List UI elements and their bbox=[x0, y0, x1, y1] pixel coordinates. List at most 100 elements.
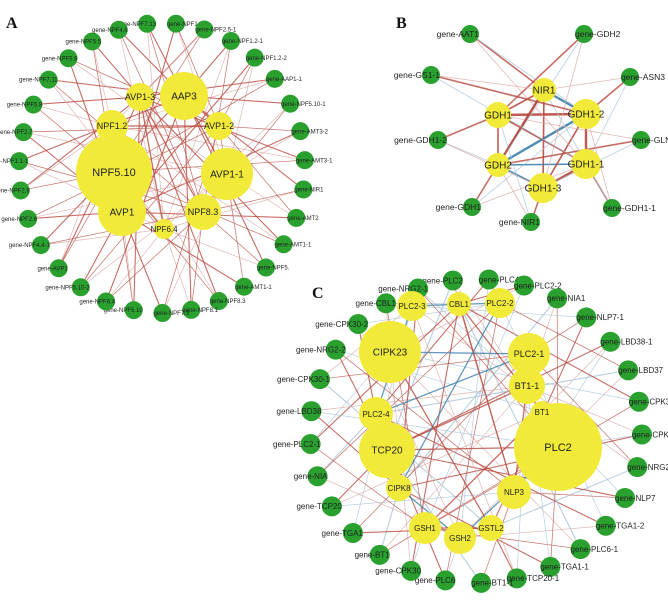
gene-node-label: gene-NRG2-1 bbox=[378, 284, 428, 293]
hub-node-label: NPF1.2 bbox=[97, 121, 128, 131]
gene-node: gene-NIR1 bbox=[499, 213, 540, 231]
hub-node: PLC2-4 bbox=[359, 397, 393, 431]
gene-node-label: gene-NPF6.4 bbox=[79, 300, 115, 306]
network-edge bbox=[398, 298, 558, 489]
gene-node: gene-NPF4.4-1 bbox=[9, 236, 51, 255]
gene-node: gene-PLC2 bbox=[422, 270, 463, 291]
gene-node-circle bbox=[463, 198, 481, 216]
gene-node: gene-NPF5.5 bbox=[65, 32, 102, 51]
hub-node-circle bbox=[185, 194, 221, 230]
hub-node-circle bbox=[386, 475, 412, 501]
hub-node: PLC2-1 bbox=[508, 333, 550, 375]
gene-node: gene-NRG2-2 bbox=[296, 339, 346, 360]
hub-node-circle bbox=[486, 153, 510, 177]
network-edge bbox=[469, 33, 545, 91]
hub-node-circle bbox=[359, 321, 421, 383]
network-edge bbox=[311, 385, 528, 412]
network-edge bbox=[386, 280, 454, 451]
gene-node: gene-NPF5.10-1 bbox=[281, 94, 326, 113]
hub-node: GDH1 bbox=[484, 102, 512, 128]
network-edge bbox=[163, 189, 304, 230]
network-edge bbox=[398, 302, 501, 489]
hub-node-label: PLC2-1 bbox=[514, 349, 545, 359]
gene-node-circle bbox=[309, 369, 330, 390]
hub-node-circle bbox=[485, 102, 511, 128]
gene-node: gene-NPF5. bbox=[256, 258, 290, 277]
gene-node-circle bbox=[14, 123, 33, 142]
gene-node: gene-PLC4 bbox=[478, 269, 520, 290]
gene-node-label: gene-AMT3-2 bbox=[291, 129, 328, 135]
hub-node-circle bbox=[201, 148, 253, 200]
gene-node: gene-ASN3 bbox=[621, 68, 665, 86]
gene-node-label: gene-TGA1-1 bbox=[540, 563, 589, 572]
gene-node-label: gene-NIA1 bbox=[547, 294, 586, 303]
gene-node: gene-LBD38-1 bbox=[600, 331, 653, 352]
hub-node-circle bbox=[359, 422, 415, 478]
hub-node-label: GDH1 bbox=[484, 111, 512, 122]
network-edge bbox=[490, 466, 638, 529]
network-edge bbox=[118, 29, 204, 213]
hub-node-circle bbox=[514, 403, 602, 491]
gene-node-label: gene-CPK30-2 bbox=[315, 320, 368, 329]
gene-node: gene-AMT3-1 bbox=[295, 151, 333, 170]
gene-node-circle bbox=[124, 301, 143, 320]
network-edge bbox=[386, 341, 611, 451]
gene-node: gene-NPF4.6 bbox=[92, 20, 128, 39]
gene-node-label: gene-PLC4 bbox=[479, 275, 520, 284]
network-edge bbox=[459, 279, 490, 539]
network-edge bbox=[80, 125, 220, 288]
hub-node: AVP1-1 bbox=[201, 148, 253, 200]
hub-node: GDH2 bbox=[484, 153, 512, 177]
gene-node-label: gene-PLC6 bbox=[415, 576, 456, 585]
hub-node-label: PLC2-3 bbox=[398, 302, 426, 311]
gene-node: gene-NPF5.10-2 bbox=[45, 278, 90, 297]
gene-node-label: gene-CBL1 bbox=[356, 299, 397, 308]
network-edge bbox=[331, 411, 543, 507]
hub-node-circle bbox=[508, 333, 550, 375]
hub-node-label: PLC2-4 bbox=[362, 410, 390, 419]
gene-node-circle bbox=[71, 278, 90, 297]
hub-node-circle bbox=[497, 475, 531, 509]
gene-node-circle bbox=[287, 208, 306, 227]
hub-node-circle bbox=[205, 112, 233, 140]
network-edge bbox=[543, 76, 631, 91]
gene-node: gene-PLC6 bbox=[415, 570, 456, 591]
network-edge bbox=[331, 491, 515, 507]
gene-node: gene-CPK32 bbox=[628, 391, 668, 412]
gene-node-label: gene-CPK30 bbox=[375, 567, 421, 576]
gene-node: gene-AAP1-1 bbox=[265, 69, 302, 88]
hub-node-label: PLC2 bbox=[544, 442, 572, 454]
network-edge bbox=[105, 228, 165, 302]
gene-node-circle bbox=[59, 49, 78, 68]
gene-node-circle bbox=[461, 25, 479, 43]
hub-node-circle bbox=[531, 401, 553, 423]
hub-node: GSTL2 bbox=[478, 515, 504, 541]
network-edge bbox=[375, 353, 530, 415]
network-edge bbox=[310, 443, 426, 529]
hub-node-circle bbox=[359, 397, 393, 431]
network-edge bbox=[163, 228, 267, 268]
gene-node-label: gene-NPF1.2-2 bbox=[246, 56, 288, 62]
hub-node: NIR1 bbox=[532, 78, 556, 102]
gene-node-circle bbox=[256, 258, 275, 277]
gene-node: gene-NLP7 bbox=[615, 487, 656, 508]
panel-label-b: B bbox=[396, 15, 407, 32]
network-edge bbox=[375, 413, 607, 527]
hub-node-label: GDH2 bbox=[484, 161, 512, 172]
hub-node: AVP1-2 bbox=[204, 112, 234, 140]
gene-node-circle bbox=[514, 275, 535, 296]
hub-node-circle bbox=[532, 78, 556, 102]
gene-node-circle bbox=[576, 307, 597, 328]
gene-node-circle bbox=[274, 235, 293, 254]
gene-node-circle bbox=[24, 95, 43, 114]
hub-node: PLC2-2 bbox=[485, 288, 515, 318]
gene-node: gene-NPF7.3 bbox=[153, 303, 190, 322]
gene-node-circle bbox=[631, 424, 652, 445]
network-edge bbox=[105, 211, 204, 302]
network-edge bbox=[430, 74, 545, 91]
gene-node: gene-TCP20 bbox=[296, 496, 342, 517]
network-edge bbox=[218, 125, 297, 219]
gene-node: gene-CPK30 bbox=[375, 560, 422, 581]
hub-node-label: GDH1-3 bbox=[525, 184, 562, 195]
